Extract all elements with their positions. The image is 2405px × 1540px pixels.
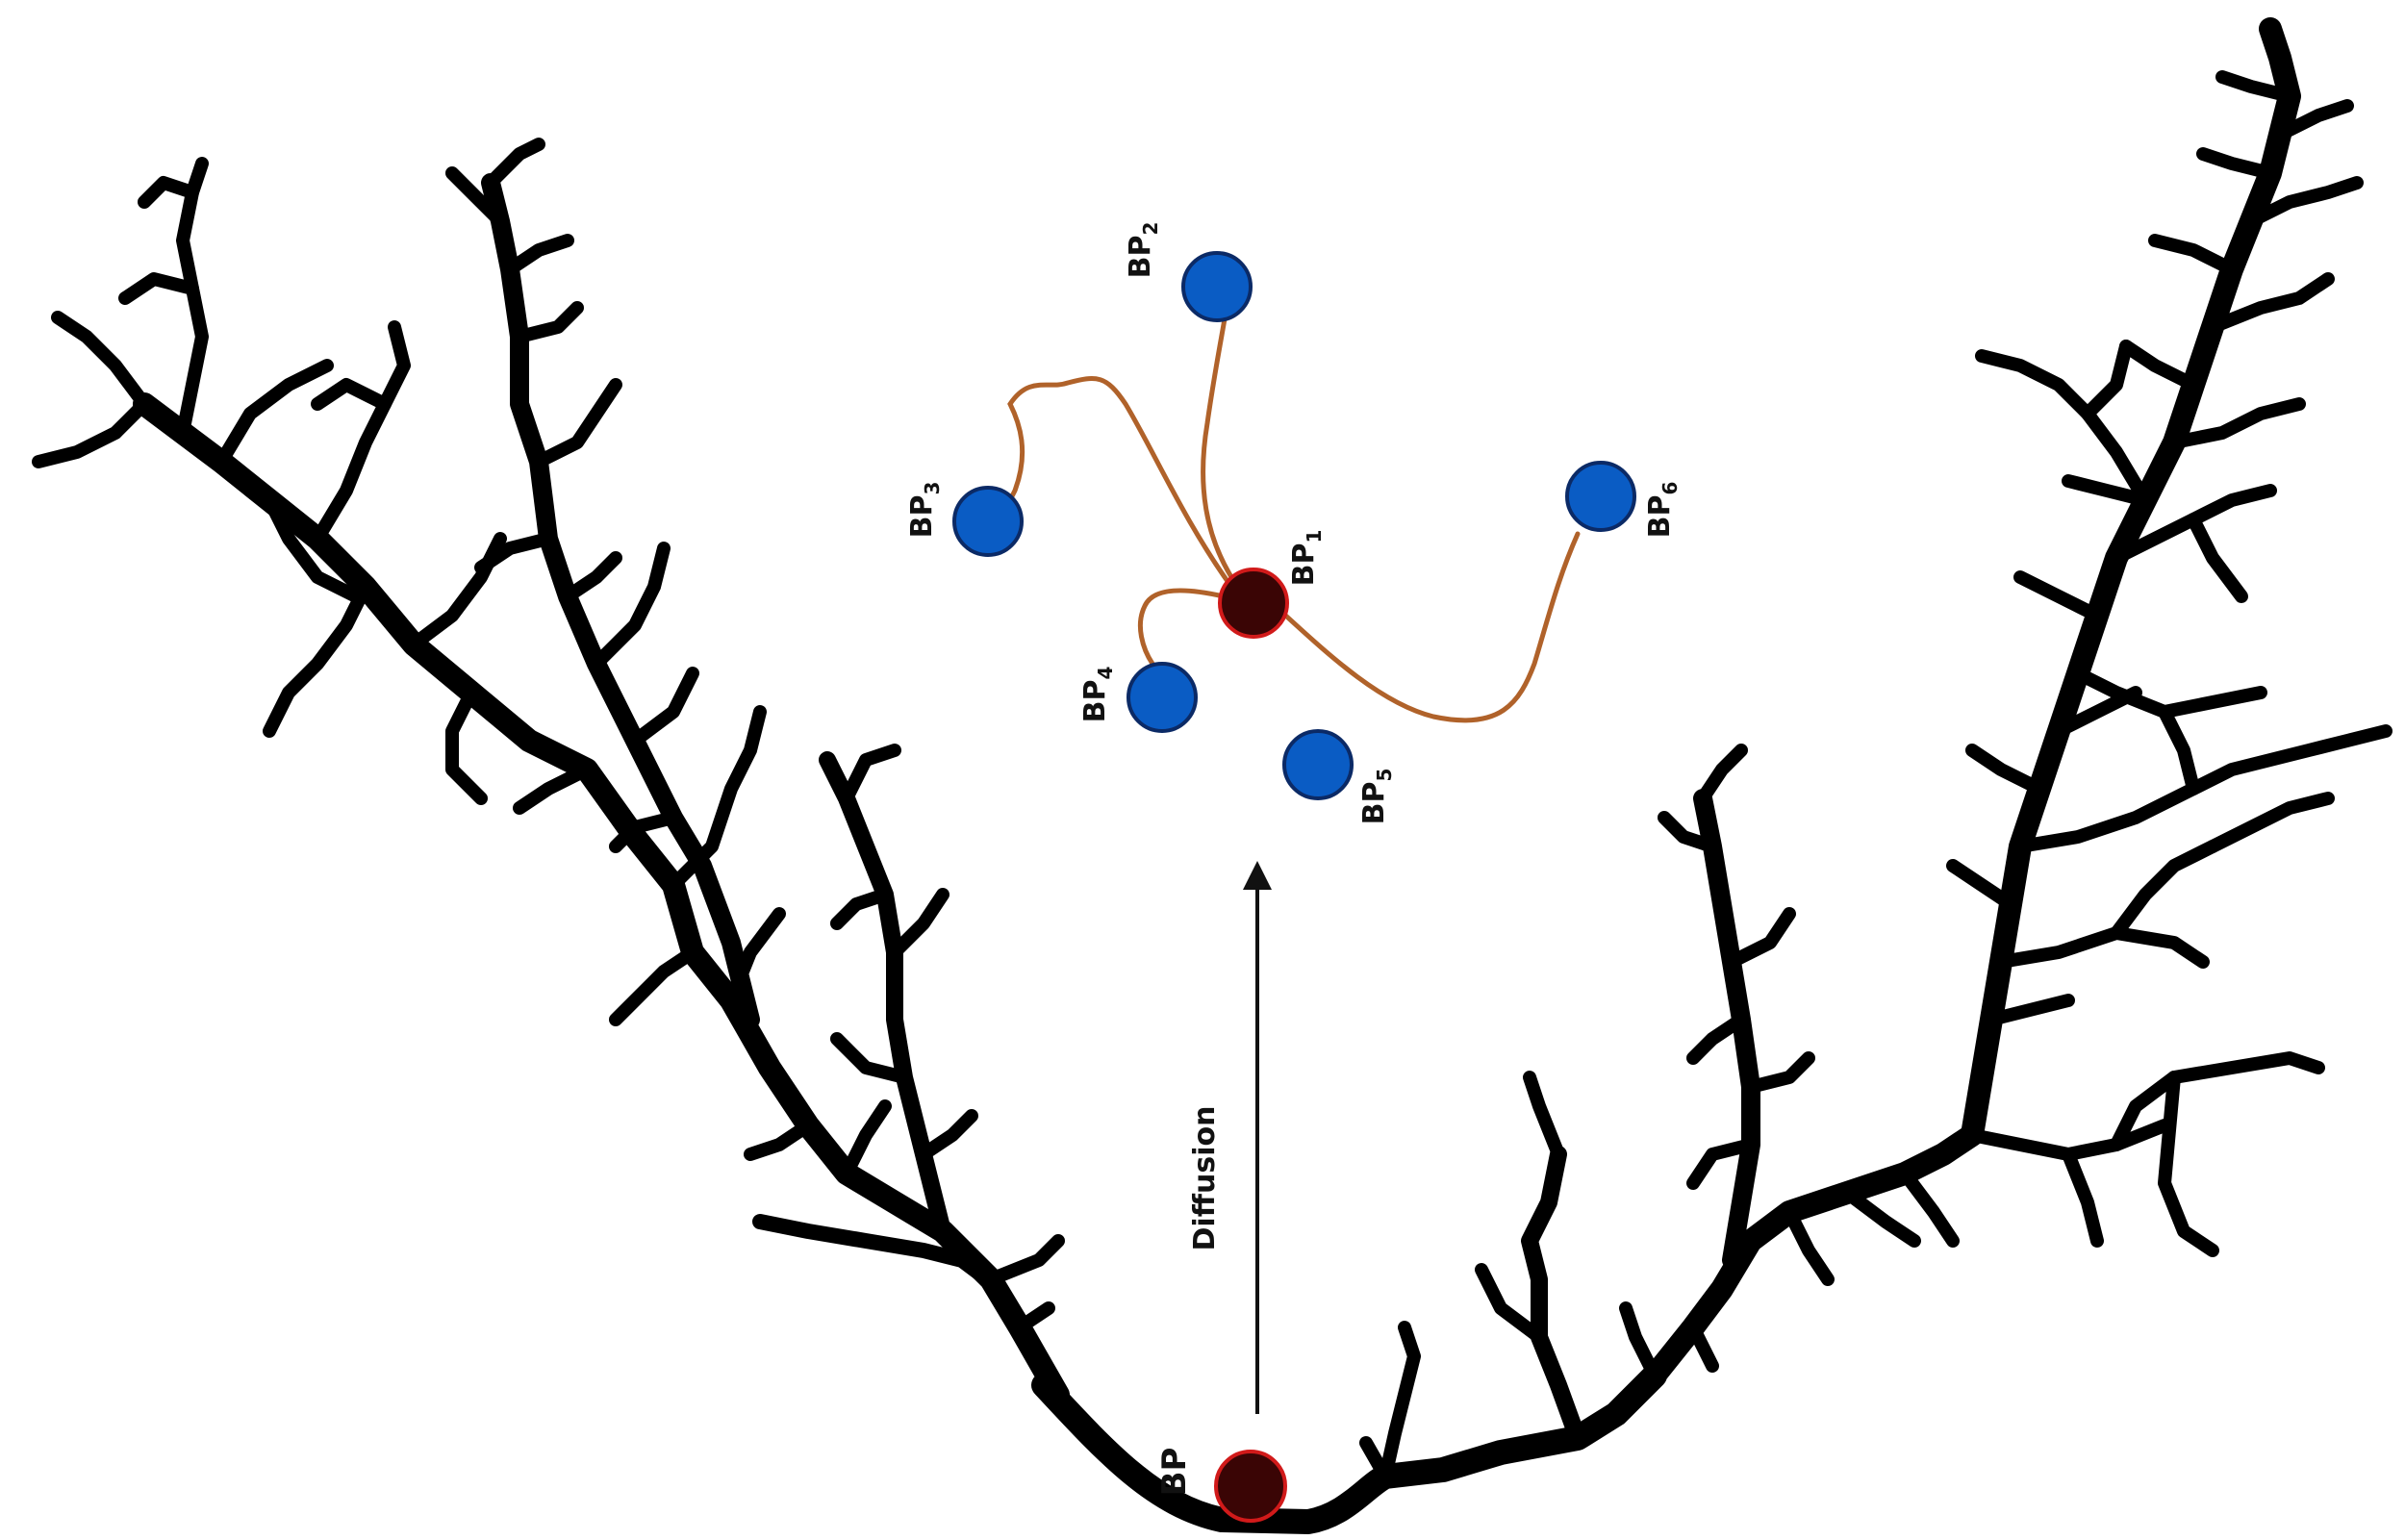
node-bp4-label: BP4 bbox=[1078, 667, 1117, 723]
node-bp5-label: BP5 bbox=[1357, 769, 1396, 825]
node-bp3-label-main: BP bbox=[905, 495, 939, 539]
node-bp5-label-sub: 5 bbox=[1373, 769, 1396, 782]
dendrite-right-trunk-3 bbox=[1521, 1146, 1586, 1447]
dendrite-left-twigs bbox=[32, 138, 1065, 1334]
link-bp1-bp4 bbox=[1137, 588, 1234, 667]
node-bp6-label: BP6 bbox=[1643, 482, 1682, 539]
node-bp6 bbox=[1565, 461, 1636, 532]
node-bp1-label-main: BP bbox=[1287, 543, 1321, 587]
node-bp5 bbox=[1282, 729, 1354, 800]
dendrite-right-twigs bbox=[1359, 70, 2392, 1483]
node-bp4 bbox=[1127, 662, 1198, 733]
node-bp1-label-sub: 1 bbox=[1303, 530, 1326, 543]
node-bp1 bbox=[1218, 568, 1289, 639]
node-bp2-label-main: BP bbox=[1124, 236, 1157, 279]
node-bp1-label: BP1 bbox=[1287, 530, 1326, 587]
dendrite-left-trunk-4 bbox=[752, 1214, 1008, 1297]
node-bp4-label-main: BP bbox=[1078, 680, 1112, 723]
nodes: BP BP1 BP2 BP3 BP4 BP5 BP6 bbox=[905, 222, 1682, 1523]
link-bp1-bp2 bbox=[1201, 305, 1244, 594]
dendrite-left-trunk-2 bbox=[481, 173, 760, 1029]
node-bp3 bbox=[952, 486, 1024, 557]
node-bp6-label-sub: 6 bbox=[1658, 482, 1682, 495]
dendrite-tree bbox=[32, 17, 2392, 1534]
diffusion-arrow-head bbox=[1243, 861, 1272, 890]
link-bp1-bp3 bbox=[988, 375, 1234, 590]
node-bp6-label-main: BP bbox=[1643, 495, 1677, 539]
node-bp-base bbox=[1214, 1450, 1287, 1523]
node-bp2-label: BP2 bbox=[1124, 222, 1162, 279]
node-bp2 bbox=[1181, 251, 1253, 322]
node-bp2-label-sub: 2 bbox=[1139, 222, 1162, 236]
diffusion-arrow: Diffusion bbox=[1188, 861, 1272, 1414]
diffusion-label: Diffusion bbox=[1188, 1106, 1222, 1251]
node-bp-base-label: BP bbox=[1155, 1448, 1194, 1497]
node-bp3-label-sub: 3 bbox=[921, 482, 944, 495]
link-bp1-bp6 bbox=[1267, 531, 1581, 723]
node-bp4-label-sub: 4 bbox=[1094, 667, 1117, 680]
dendrite-left-trunk bbox=[133, 392, 1070, 1406]
node-bp3-label: BP3 bbox=[905, 482, 944, 539]
connector-links bbox=[988, 305, 1581, 723]
node-bp5-label-main: BP bbox=[1357, 782, 1391, 825]
